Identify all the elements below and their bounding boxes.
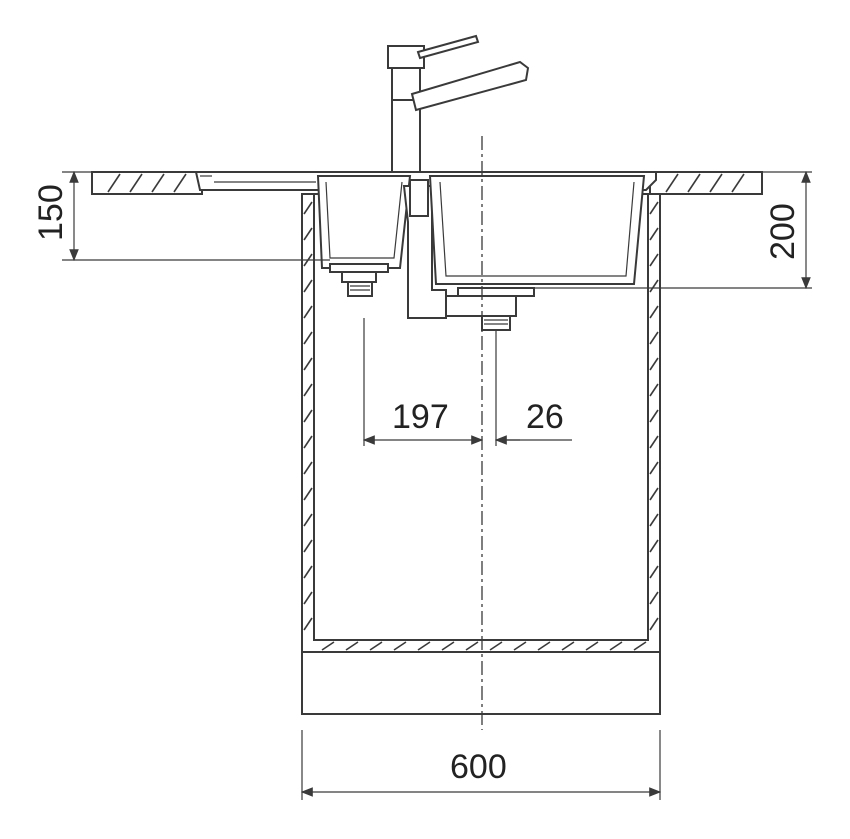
large-bowl-drain-flange <box>457 287 535 297</box>
faucet <box>387 34 530 173</box>
svg-text:600: 600 <box>450 748 507 786</box>
svg-text:200: 200 <box>764 203 802 260</box>
cabinet-left-wall-hatch <box>303 201 313 631</box>
dimension-600: 600 <box>300 748 662 797</box>
cabinet-bottom-hatch <box>321 641 647 651</box>
svg-text:26: 26 <box>526 398 564 436</box>
countertop-right <box>649 171 763 195</box>
small-bowl-drain <box>347 281 373 297</box>
dimension-26: 26 <box>494 398 572 445</box>
extension-lines <box>62 171 812 800</box>
cabinet-right-wall-hatch <box>649 201 659 631</box>
large-bowl <box>428 175 646 285</box>
dimension-197: 197 <box>362 398 484 445</box>
svg-text:150: 150 <box>32 184 70 241</box>
large-bowl-drain <box>481 315 511 331</box>
faucet-spout <box>410 60 530 112</box>
small-bowl-drain-flange <box>329 263 389 273</box>
dimension-150: 150 <box>32 170 79 262</box>
sink <box>194 171 657 331</box>
dimension-200: 200 <box>764 170 811 290</box>
small-bowl <box>316 175 412 269</box>
svg-text:197: 197 <box>392 398 449 436</box>
countertop-left <box>91 171 203 195</box>
faucet-lever <box>416 34 480 60</box>
